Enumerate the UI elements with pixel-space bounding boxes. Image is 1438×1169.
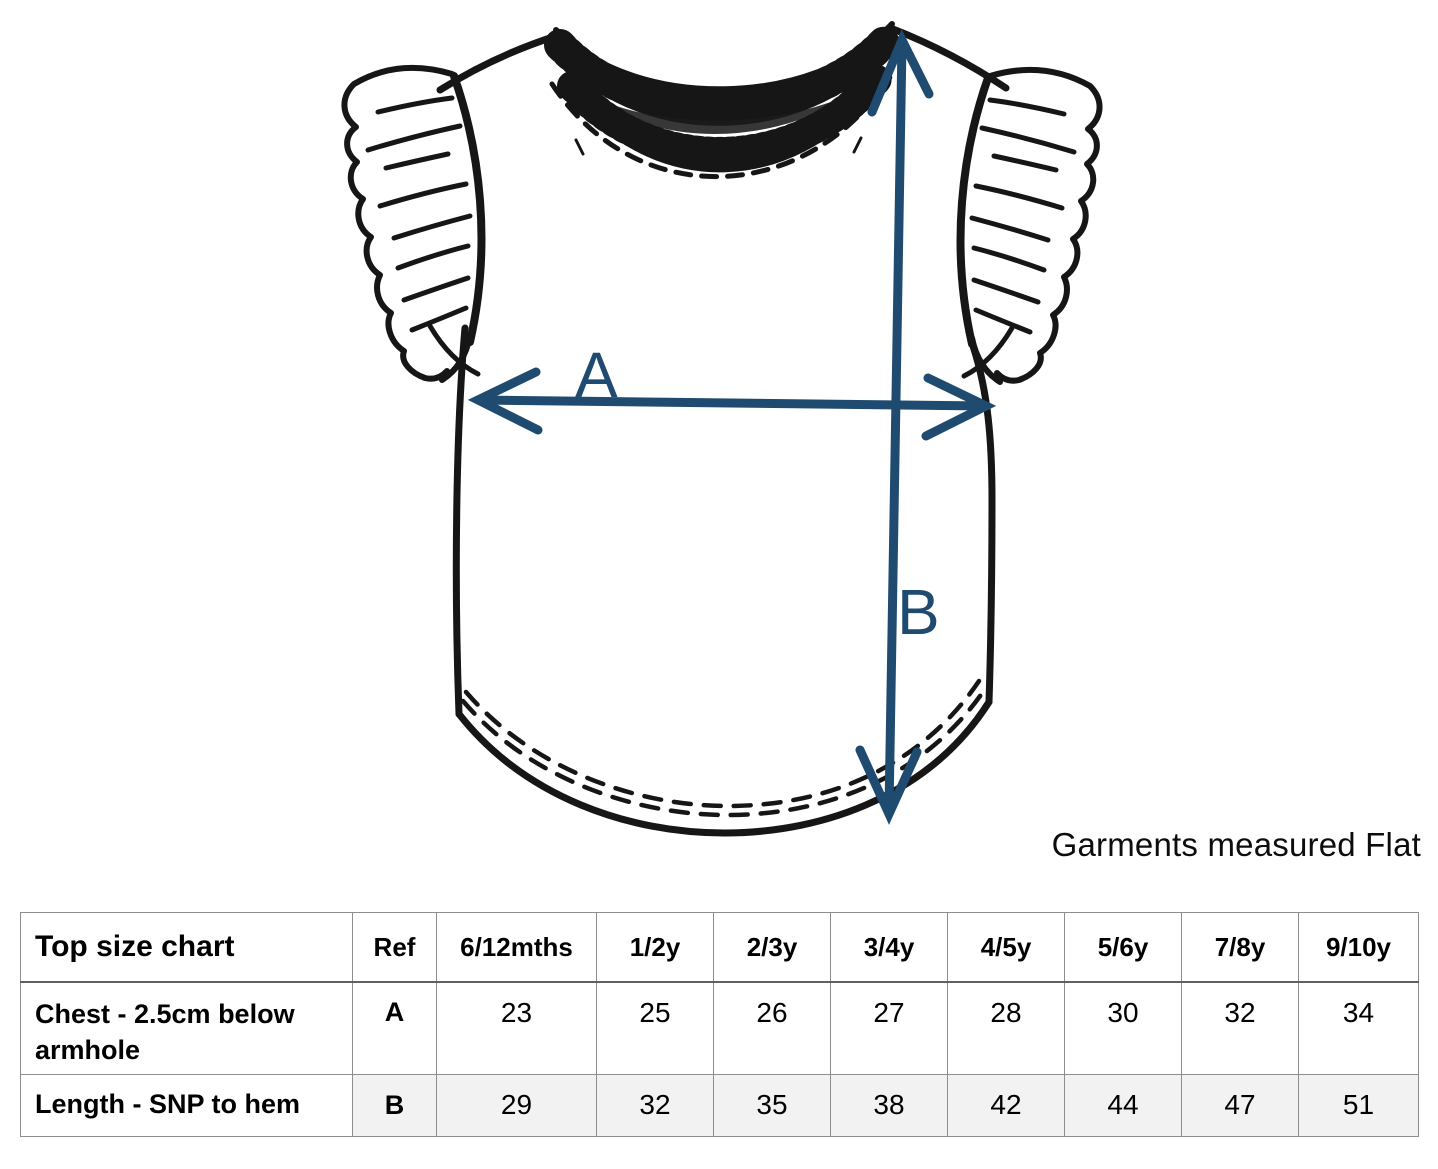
value-cell: 35 bbox=[713, 1073, 831, 1137]
col-header-size: 4/5y bbox=[947, 912, 1065, 983]
value-cell: 27 bbox=[830, 981, 948, 1075]
left-frill-folds bbox=[365, 95, 473, 333]
col-header-size: 6/12mths bbox=[436, 912, 597, 983]
neckband bbox=[544, 21, 904, 179]
table-row-chest: Chest - 2.5cm below armhole A 23 25 26 2… bbox=[20, 981, 1419, 1075]
value-cell: 28 bbox=[947, 981, 1065, 1075]
col-header-size: 5/6y bbox=[1064, 912, 1182, 983]
measurement-caption: Garments measured Flat bbox=[1051, 826, 1421, 863]
value-cell: 44 bbox=[1064, 1073, 1182, 1137]
ref-cell: A bbox=[352, 981, 437, 1075]
value-cell: 26 bbox=[713, 981, 831, 1075]
garment-illustration: A B bbox=[341, 21, 1103, 837]
measurement-arrow-b bbox=[855, 29, 934, 825]
table-title: Top size chart bbox=[20, 912, 353, 983]
col-header-size: 2/3y bbox=[713, 912, 831, 983]
value-cell: 32 bbox=[596, 1073, 714, 1137]
label-a: A bbox=[575, 339, 618, 411]
col-header-size: 3/4y bbox=[830, 912, 948, 983]
measurement-arrow-a bbox=[467, 367, 997, 441]
right-frill-sleeve bbox=[956, 66, 1103, 385]
body-outline bbox=[452, 324, 996, 837]
left-frill-sleeve bbox=[341, 64, 486, 383]
value-cell: 32 bbox=[1181, 981, 1299, 1075]
value-cell: 30 bbox=[1064, 981, 1182, 1075]
value-cell: 34 bbox=[1298, 981, 1419, 1075]
hem-stitching bbox=[460, 678, 988, 818]
value-cell: 23 bbox=[436, 981, 597, 1075]
value-cell: 38 bbox=[830, 1073, 948, 1137]
table-row-length: Length - SNP to hem B 29 32 35 38 42 44 … bbox=[20, 1073, 1419, 1137]
table-header-row: Top size chart Ref 6/12mths 1/2y 2/3y 3/… bbox=[20, 912, 1419, 983]
value-cell: 42 bbox=[947, 1073, 1065, 1137]
col-header-size: 7/8y bbox=[1181, 912, 1299, 983]
value-cell: 29 bbox=[436, 1073, 597, 1137]
neck-stitch-line bbox=[549, 71, 895, 179]
row-label-length: Length - SNP to hem bbox=[20, 1073, 353, 1137]
row-label-chest: Chest - 2.5cm below armhole bbox=[20, 981, 353, 1075]
col-header-size: 9/10y bbox=[1298, 912, 1419, 983]
label-b: B bbox=[897, 576, 940, 648]
col-header-ref: Ref bbox=[352, 912, 437, 983]
value-cell: 47 bbox=[1181, 1073, 1299, 1137]
ref-cell: B bbox=[352, 1073, 437, 1137]
backneck-crosshatch bbox=[590, 88, 862, 134]
measurement-arrows bbox=[467, 29, 997, 825]
value-cell: 51 bbox=[1298, 1073, 1419, 1137]
value-cell: 25 bbox=[596, 981, 714, 1075]
col-header-size: 1/2y bbox=[596, 912, 714, 983]
size-chart-table: Top size chart Ref 6/12mths 1/2y 2/3y 3/… bbox=[20, 912, 1419, 1137]
right-frill-folds bbox=[969, 97, 1077, 335]
